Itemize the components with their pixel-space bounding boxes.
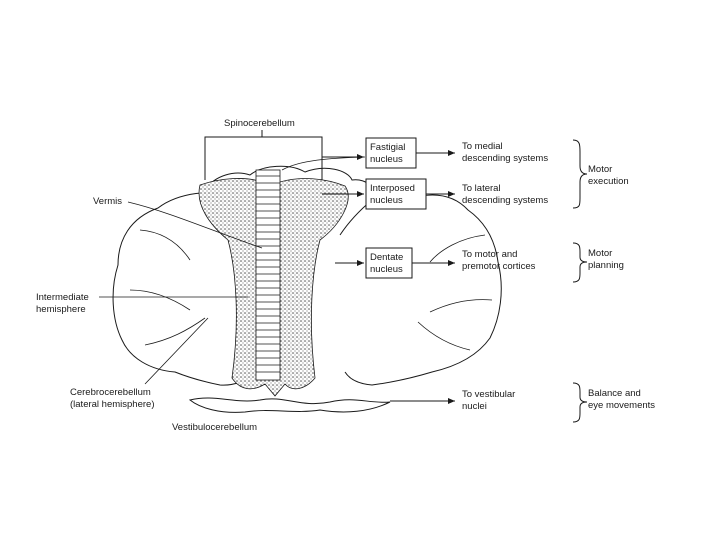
- dentate-label-1: Dentate: [370, 252, 403, 263]
- function-bal-2: eye movements: [588, 400, 655, 411]
- target-vest-1: To vestibular: [462, 389, 515, 400]
- target-lateral-1: To lateral: [462, 183, 501, 194]
- brace-motor-execution: [572, 139, 588, 209]
- cerebellum-outline: [112, 191, 502, 386]
- vermis-pointer: [127, 201, 263, 249]
- folia-left: [129, 229, 206, 346]
- label-vermis: Vermis: [93, 196, 122, 207]
- vermis-strip: [255, 169, 281, 381]
- dentate-label-2: nucleus: [370, 264, 403, 275]
- label-intermediate-2: hemisphere: [36, 304, 86, 315]
- vermis-folia: [256, 175, 280, 373]
- label-cerebro-2: (lateral hemisphere): [70, 399, 154, 410]
- function-exec-1: Motor: [588, 164, 612, 175]
- target-vest-2: nuclei: [462, 401, 487, 412]
- folia-right: [417, 234, 493, 351]
- function-plan-1: Motor: [588, 248, 612, 259]
- interposed-label-2: nucleus: [370, 195, 403, 206]
- function-exec-2: execution: [588, 176, 629, 187]
- function-bal-1: Balance and: [588, 388, 641, 399]
- target-medial-1: To medial: [462, 141, 503, 152]
- vestibulocerebellum-outline: [188, 397, 391, 413]
- function-plan-2: planning: [588, 260, 624, 271]
- brace-motor-planning: [572, 242, 588, 283]
- brace-balance: [572, 382, 588, 423]
- target-motor-2: premotor cortices: [462, 261, 536, 272]
- target-motor-1: To motor and: [462, 249, 517, 260]
- fastigial-label-1: Fastigial: [370, 142, 405, 153]
- cerebro-pointer: [144, 317, 209, 385]
- fastigial-pointer: [281, 156, 366, 171]
- interposed-label-1: Interposed: [370, 183, 415, 194]
- label-vestibulo: Vestibulocerebellum: [172, 422, 257, 433]
- target-medial-2: descending systems: [462, 153, 548, 164]
- dentate-nucleus-box: [365, 247, 413, 279]
- fastigial-nucleus-box: [365, 137, 417, 169]
- label-spinocerebellum: Spinocerebellum: [224, 118, 295, 129]
- label-cerebro-1: Cerebrocerebellum: [70, 387, 151, 398]
- fastigial-label-2: nucleus: [370, 154, 403, 165]
- target-lateral-2: descending systems: [462, 195, 548, 206]
- label-intermediate-1: Intermediate: [36, 292, 89, 303]
- spinocerebellum-bracket: [204, 130, 323, 180]
